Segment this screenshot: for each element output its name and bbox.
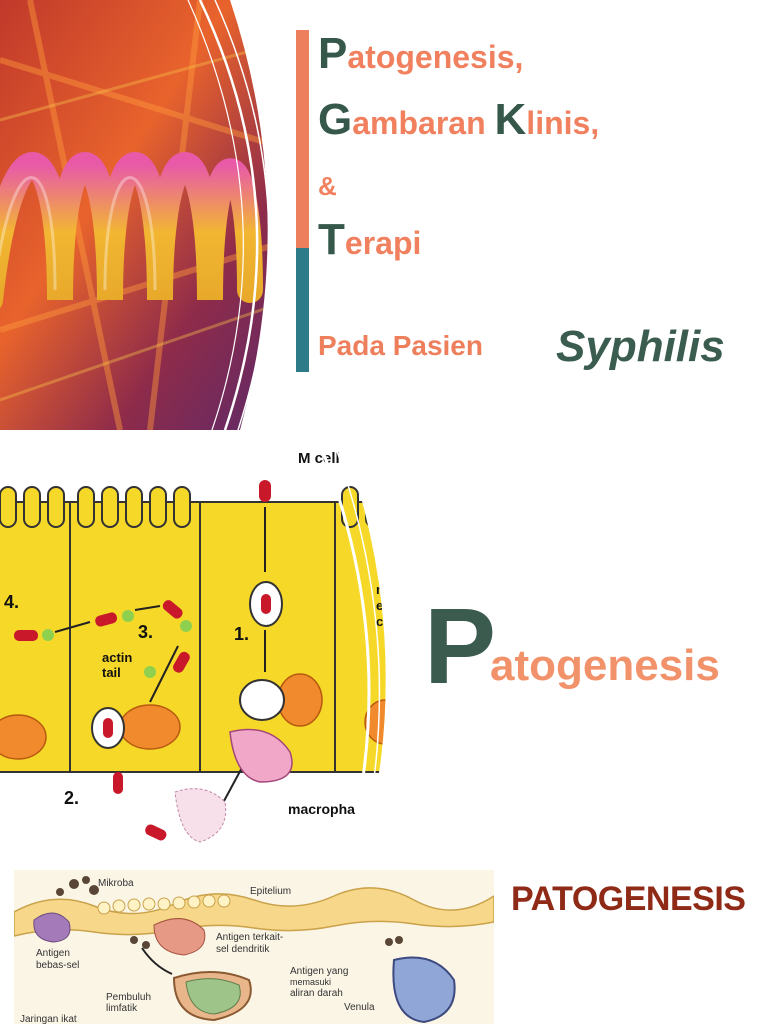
label-venula: Venula [344,1002,375,1013]
patogenesis-slide: M cell 4. 3. 1. 2. actin tail muc epith … [0,432,768,864]
label-limfatik: limfatik [106,1003,138,1014]
title-line-2: Gambaran Klinis, [318,95,600,144]
label-antigen-yang: Antigen yang [290,966,348,977]
label-antigen: Antigen [36,948,70,959]
patogenesis-slide-2: Mikroba Epitelium Antigen terkait- sel d… [0,866,768,1024]
label-tail: tail [102,665,121,680]
label-step-1: 1. [234,624,249,644]
label-aliran-darah: aliran darah [290,988,343,999]
label-memasuki: memasuki [290,977,331,987]
label-bebas-sel: bebas-sel [36,960,79,971]
syphilis-text: Syphilis [556,322,725,371]
label-antigen-terkait: Antigen terkait- [216,932,283,943]
label-actin: actin [102,650,132,665]
title-line-4: Terapi [318,215,422,264]
accent-bar-teal [296,248,309,372]
accent-bar-orange [296,30,309,248]
label-sel-dendritik: sel dendritik [216,944,270,955]
label-jaringan-ikat: Jaringan ikat [20,1014,77,1024]
pada-pasien-text: Pada Pasien [318,330,483,361]
title-slide: Patogenesis, Gambaran Klinis, & Terapi P… [0,0,768,430]
patogenesis-heading: atogenesis [490,641,720,690]
title-line-3: & [318,171,337,201]
title-line-1: Patogenesis, [318,29,524,78]
spirochete-image [0,0,270,430]
label-macrophage: macropha [288,801,355,817]
immune-pathway-diagram: Mikroba Epitelium Antigen terkait- sel d… [14,870,494,1024]
label-muc: muc [376,582,403,597]
patogenesis-big-letter: P [424,585,497,706]
label-step-4: 4. [4,592,19,612]
label-cell: cell [376,614,398,629]
label-pembuluh: Pembuluh [106,992,151,1003]
patogenesis-title: PATOGENESIS [511,880,746,918]
cell-invasion-diagram: M cell 4. 3. 1. 2. actin tail muc epith … [0,432,407,864]
label-epith: epith [376,598,407,613]
label-epitelium: Epitelium [250,886,291,897]
label-step-2: 2. [64,788,79,808]
label-m-cell: M cell [298,450,340,467]
label-step-3: 3. [138,622,153,642]
label-mikroba: Mikroba [98,878,134,889]
